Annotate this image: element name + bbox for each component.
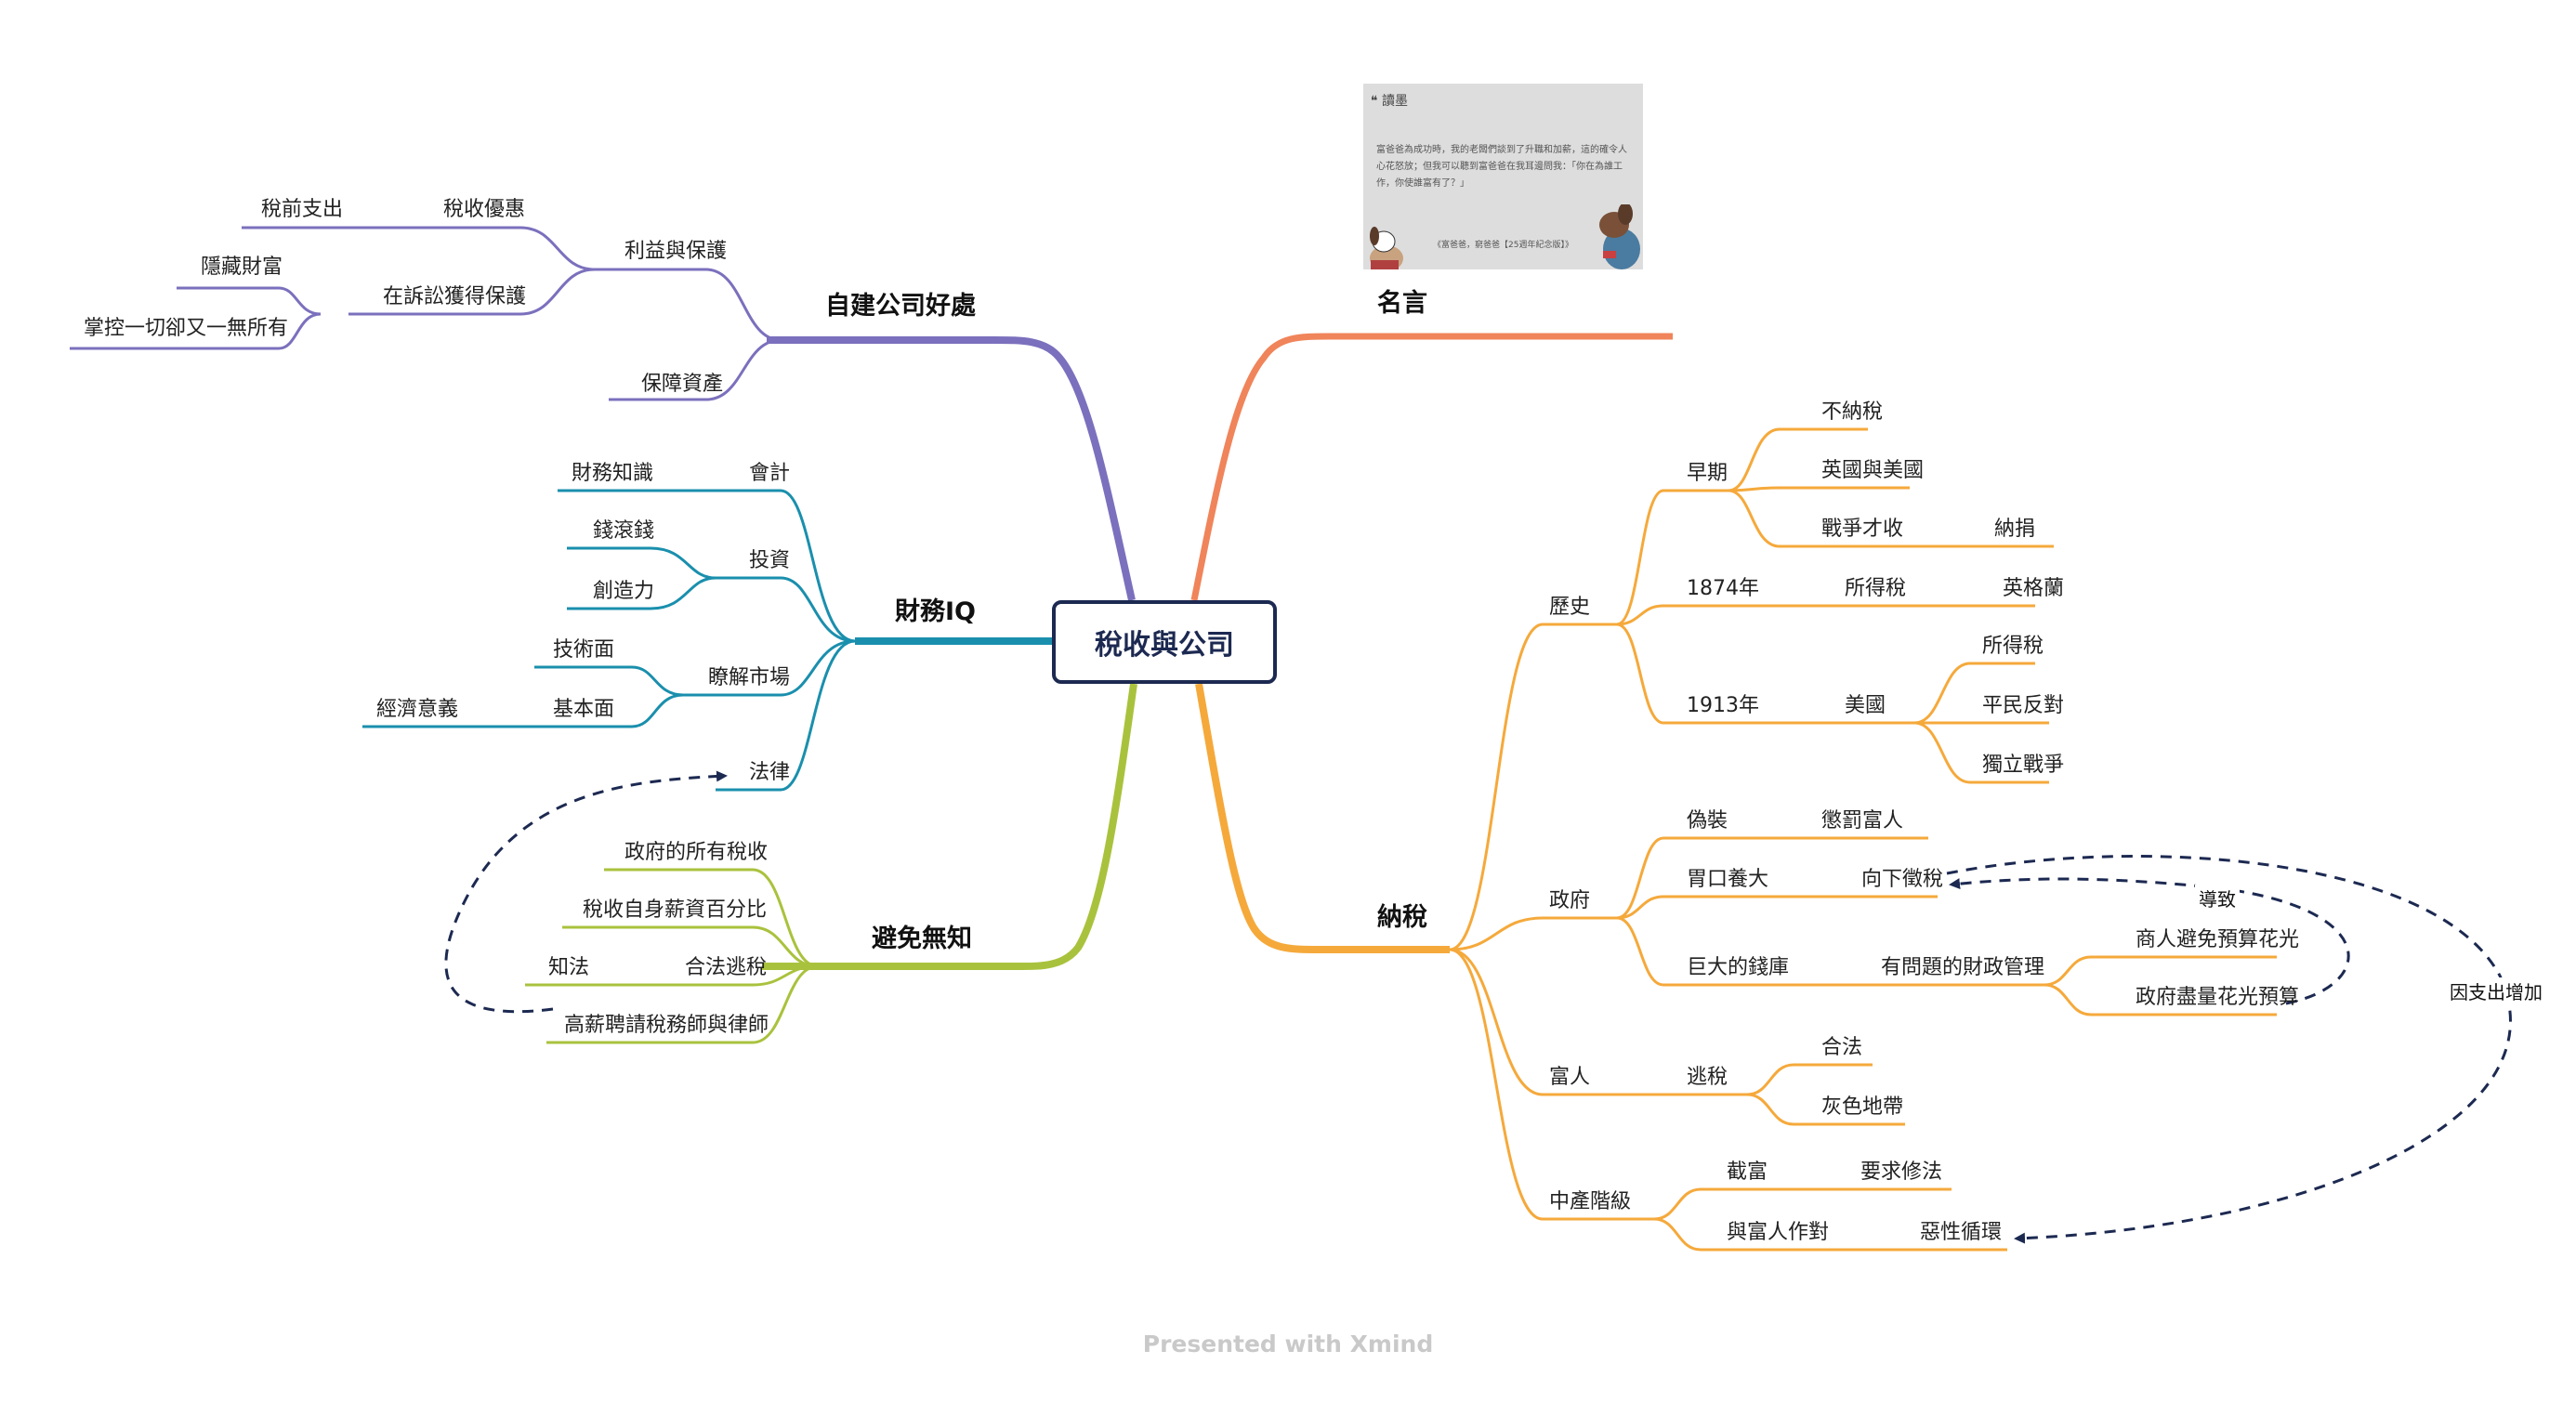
node-hire-advisors[interactable]: 高薪聘請稅務師與律師 [564, 1014, 769, 1037]
node-punish-rich[interactable]: 懲罰富人 [1821, 809, 1904, 833]
node-year-1874[interactable]: 1874年 [1687, 577, 1759, 600]
relation-label-lead-to[interactable]: 導致 [2195, 885, 2240, 911]
node-donation[interactable]: 納捐 [1994, 518, 2036, 541]
node-lawsuit-protection[interactable]: 在訴訟獲得保護 [383, 285, 527, 308]
node-legal-avoidance[interactable]: 合法逃稅 [685, 956, 768, 979]
node-financial-knowledge[interactable]: 財務知識 [572, 462, 654, 485]
node-tax-evasion[interactable]: 逃稅 [1687, 1066, 1728, 1089]
node-tax-offer[interactable]: 稅收優惠 [443, 198, 526, 221]
node-war-only[interactable]: 戰爭才收 [1821, 518, 1904, 541]
node-income-tax-1874[interactable]: 所得稅 [1845, 577, 1907, 600]
node-year-1913[interactable]: 1913年 [1687, 694, 1759, 717]
node-usa[interactable]: 美國 [1845, 694, 1886, 717]
node-middle-class[interactable]: 中產階級 [1549, 1190, 1632, 1213]
quote-card-text: 富爸爸為成功時，我的老闆們談到了升職和加薪，這的確令人心花怒放；但我可以聽到富爸… [1376, 145, 1627, 189]
node-england[interactable]: 英格蘭 [2003, 577, 2065, 600]
node-economic-meaning[interactable]: 經濟意義 [376, 698, 459, 721]
node-early[interactable]: 早期 [1687, 462, 1728, 485]
node-fiscal-mismanagement[interactable]: 有問題的財政管理 [1881, 956, 2045, 979]
topic-tax[interactable]: 納稅 [1377, 903, 1427, 932]
node-cut-rich[interactable]: 截富 [1727, 1160, 1768, 1184]
relation-label-more-spending[interactable]: 因支出增加 [2446, 977, 2546, 1004]
topic-avoid-ignorance[interactable]: 避免無知 [872, 924, 972, 953]
dog-illustration-icon [1370, 204, 1640, 269]
node-control-all[interactable]: 掌控一切卻又一無所有 [84, 317, 289, 340]
node-money-rolls[interactable]: 錢滾錢 [593, 519, 655, 543]
node-independence-war[interactable]: 獨立戰爭 [1982, 754, 2065, 777]
node-against-rich[interactable]: 與富人作對 [1727, 1221, 1830, 1244]
branch-line-tax [1195, 683, 1450, 953]
node-uk-us[interactable]: 英國與美國 [1821, 459, 1925, 482]
node-tax-downward[interactable]: 向下徵稅 [1861, 868, 1944, 891]
node-public-oppose[interactable]: 平民反對 [1982, 694, 2065, 717]
node-salary-percentage[interactable]: 稅收自身薪資百分比 [583, 898, 768, 922]
node-investment[interactable]: 投資 [749, 549, 791, 572]
node-technical[interactable]: 技術面 [553, 638, 615, 662]
branch-line-quote [1190, 333, 1673, 601]
quote-card-source: 《富爸爸，窮爸爸【25週年紀念版】》 [1433, 241, 1573, 250]
node-hide-wealth[interactable]: 隱藏財富 [201, 256, 283, 279]
node-demand-amendment[interactable]: 要求修法 [1860, 1160, 1943, 1184]
node-income-tax-1913[interactable]: 所得稅 [1982, 635, 2044, 658]
node-fundamental[interactable]: 基本面 [553, 698, 615, 721]
topic-company-benefits[interactable]: 自建公司好處 [825, 292, 976, 321]
node-benefits-protection[interactable]: 利益與保護 [624, 240, 728, 263]
relation-ignorance-law [444, 770, 728, 1014]
topic-financial-iq[interactable]: 財務IQ [895, 597, 976, 626]
branch-line-company [767, 336, 1136, 601]
quote-card-title: ❝ 讀墨 [1371, 94, 1408, 109]
node-disguise[interactable]: 偽裝 [1687, 809, 1728, 833]
node-government[interactable]: 政府 [1549, 889, 1591, 912]
branch-line-ignorance [762, 683, 1137, 970]
node-no-tax[interactable]: 不納稅 [1821, 400, 1884, 424]
node-gov-spend-budget[interactable]: 政府盡量花光預算 [2136, 986, 2300, 1009]
node-huge-treasury[interactable]: 巨大的錢庫 [1687, 956, 1790, 979]
relation-more-spending [1946, 855, 2512, 1244]
node-grey-zone[interactable]: 灰色地帶 [1821, 1095, 1904, 1119]
node-protect-assets[interactable]: 保障資產 [641, 373, 724, 396]
node-law[interactable]: 法律 [749, 761, 791, 784]
footer-presented-with: Presented with Xmind [1142, 1331, 1434, 1357]
node-know-law[interactable]: 知法 [548, 956, 590, 979]
node-vicious-cycle[interactable]: 惡性循環 [1920, 1221, 2003, 1244]
node-rich[interactable]: 富人 [1549, 1066, 1591, 1089]
node-accounting[interactable]: 會計 [749, 462, 791, 485]
topic-quote[interactable]: 名言 [1377, 289, 1427, 318]
node-history[interactable]: 歷史 [1549, 596, 1591, 619]
node-merchants-budget[interactable]: 商人避免預算花光 [2136, 928, 2300, 951]
node-gov-taxes[interactable]: 政府的所有稅收 [624, 841, 769, 864]
node-creativity[interactable]: 創造力 [593, 580, 655, 603]
node-appetite[interactable]: 胃口養大 [1687, 868, 1769, 891]
quote-card-image: ❝ 讀墨 富爸爸為成功時，我的老闆們談到了升職和加薪，這的確令人心花怒放；但我可… [1363, 84, 1643, 269]
central-topic[interactable]: 稅收與公司 [1052, 600, 1277, 684]
node-understand-market[interactable]: 瞭解市場 [708, 666, 791, 689]
node-legal[interactable]: 合法 [1821, 1036, 1863, 1059]
node-pretax-expense[interactable]: 稅前支出 [261, 198, 344, 221]
